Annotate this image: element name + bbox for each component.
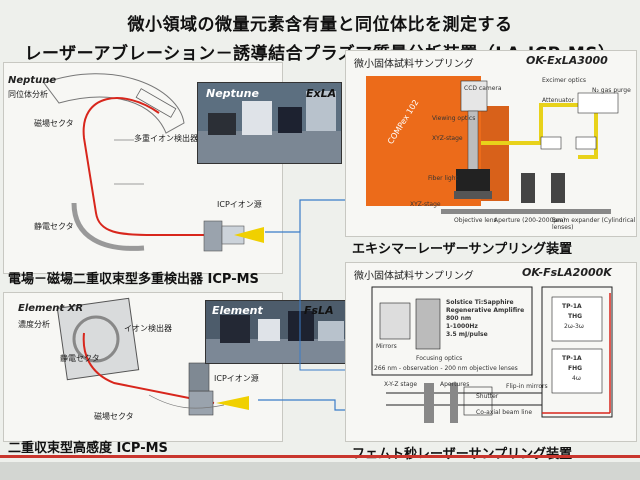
neptune-name: Neptune	[8, 75, 57, 86]
element-photo: Element FsLA	[205, 300, 352, 364]
neptune-esa-label: 静電セクタ	[34, 222, 74, 231]
element-xr-name: Element XR	[18, 303, 84, 314]
neptune-photo: Neptune ExLA	[197, 82, 342, 164]
element-xr-magnet-label: 磁場セクタ	[94, 412, 134, 421]
element-xr-panel: Element XR 濃度分析 イオン検出器 静電セクタ 磁場セクタ ICPイオ…	[3, 292, 283, 442]
element-xr-caption: 二重収束型高感度 ICP-MS	[8, 441, 168, 456]
xyz-stage-label: XYZ-stage	[410, 201, 441, 208]
neptune-caption: 電場－磁場二重収束型多重検出器 ICP-MS	[8, 272, 259, 287]
fiber-light-label: Fiber light	[428, 175, 458, 182]
fsla-coaxial-label: Co-axial beam line	[476, 409, 533, 416]
fsla-mirrors-label: Mirrors	[376, 343, 397, 350]
fsla-flip-label: Flip-in mirrors	[506, 383, 548, 390]
neptune-photo-label: Neptune	[206, 87, 259, 100]
fsla-xy-stage-label: X-Y-Z stage	[384, 381, 418, 388]
objective-lens-label: Objective lens	[454, 217, 497, 224]
element-xr-icp-label: ICPイオン源	[214, 374, 259, 383]
title-line-1: 微小領域の微量元素含有量と同位体比を測定する	[127, 15, 513, 35]
exla-photo-label: ExLA	[306, 87, 337, 100]
element-xr-detector-label: イオン検出器	[124, 324, 172, 333]
fsla-laser-line-5: 3.5 mJ/pulse	[446, 331, 488, 338]
fsla-focusing-label: Focusing optics	[416, 355, 463, 362]
fsla-thg-line-3: 2ω-3ω	[564, 323, 584, 330]
fsla-model: OK-FsLA2000K	[522, 266, 612, 279]
neptune-subtitle: 同位体分析	[8, 90, 48, 99]
beam-expander-label: Beam expander (Cylindrical lenses)	[552, 217, 636, 231]
neptune-icp-label: ICPイオン源	[217, 200, 262, 209]
neptune-schematic	[43, 73, 264, 252]
bottom-red-stripe	[0, 455, 640, 458]
element-photo-label: Element	[212, 304, 263, 317]
neptune-detector-label: 多重イオン検出器	[134, 134, 198, 143]
viewing-optics-label: Viewing optics	[432, 115, 476, 122]
exla-panel: 微小固体試料サンプリング OK-ExLA3000 COMPex 102 CCD …	[345, 50, 637, 237]
fsla-fhg-line-1: TP-1A	[562, 355, 582, 362]
fsla-panel: 微小固体試料サンプリング OK-FsLA2000K Solstice Ti:Sa…	[345, 262, 637, 442]
exla-optics	[441, 80, 619, 214]
ccd-camera-label: CCD camera	[464, 85, 502, 92]
fsla-laser-line-4: 1-1000Hz	[446, 323, 478, 330]
fsla-laser-line-3: 800 nm	[446, 315, 472, 322]
neptune-magnet-label: 磁場セクタ	[34, 119, 74, 128]
fsla-shutter-label: Shutter	[476, 393, 499, 400]
element-xr-schematic	[56, 297, 249, 416]
excimer-optics-label: Excimer optics	[542, 77, 587, 84]
element-xr-subtitle: 濃度分析	[18, 320, 50, 329]
fsla-fhg-line-3: 4ω	[572, 375, 581, 382]
fsla-caption: フェムト秒レーザーサンプリング装置	[352, 443, 572, 462]
exla-caption: エキシマーレーザーサンプリング装置	[352, 242, 573, 257]
fsla-header: 微小固体試料サンプリング	[354, 271, 474, 282]
fsla-apertures-label: Apertures	[440, 381, 470, 388]
fsla-layout	[371, 286, 613, 423]
exla-header: 微小固体試料サンプリング	[354, 59, 474, 70]
fsla-fhg-line-2: FHG	[568, 365, 583, 372]
n2-gas-label: N₂ gas purge	[592, 87, 631, 94]
fsla-laser-line-2: Regenerative Amplifire	[446, 307, 525, 314]
attenuator-label: Attenuator	[542, 97, 575, 104]
element-xr-esa-label: 静電セクタ	[60, 354, 100, 363]
xyz-stage-upper-label: XYZ-stage	[432, 135, 463, 142]
fsla-photo-label: FsLA	[304, 304, 334, 317]
exla-model: OK-ExLA3000	[526, 54, 608, 67]
fsla-thg-line-1: TP-1A	[562, 303, 582, 310]
aperture-label: Aperture (200-2000μm)	[494, 217, 566, 224]
fsla-lens-line: 266 nm - observation - 200 nm objective …	[374, 365, 518, 372]
fsla-thg-line-2: THG	[568, 313, 583, 320]
fsla-laser-line-1: Solstice Ti:Sapphire	[446, 299, 514, 306]
bottom-wall-strip	[0, 462, 640, 480]
